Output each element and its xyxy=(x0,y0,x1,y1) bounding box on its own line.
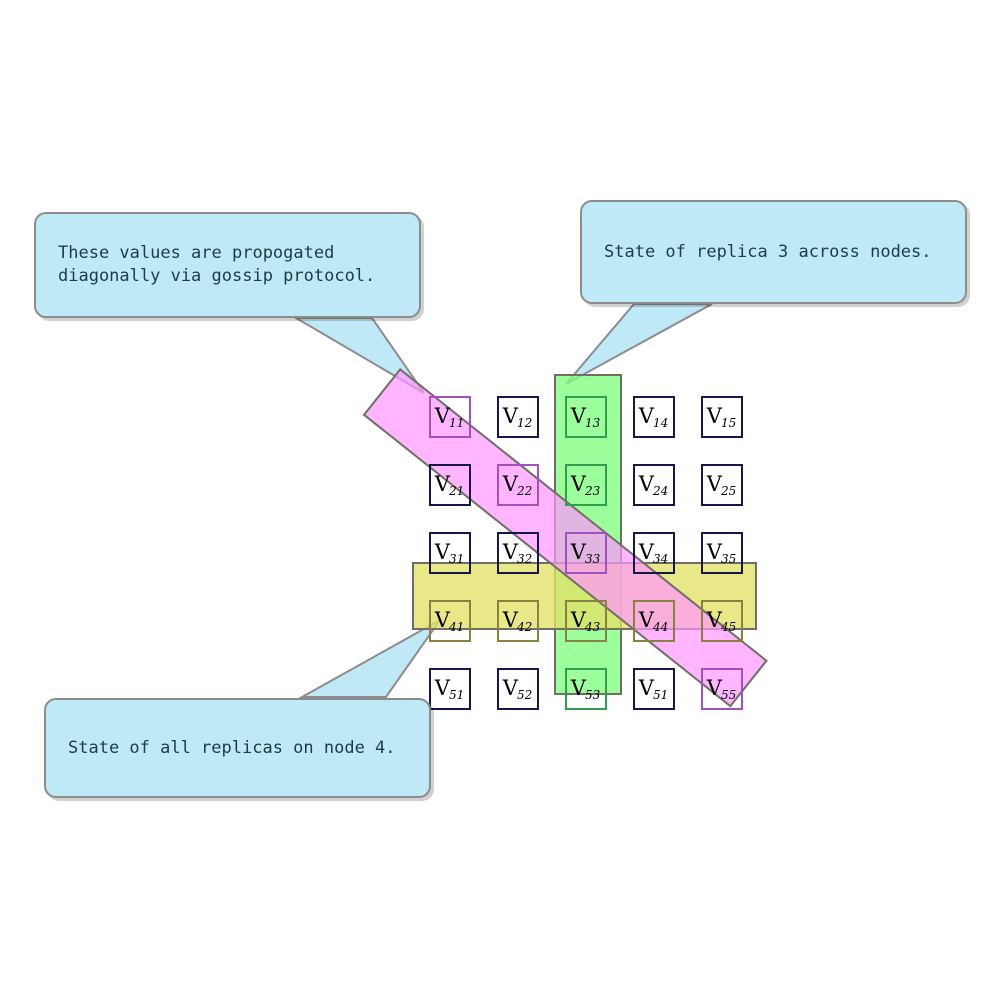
value-cell-v23[interactable]: V23 xyxy=(565,464,607,506)
value-subscript: 14 xyxy=(652,415,669,430)
value-subscript: 21 xyxy=(448,483,465,498)
value-label: V33 xyxy=(570,539,601,566)
value-label: V12 xyxy=(502,403,533,430)
value-cell-v43[interactable]: V43 xyxy=(565,600,607,642)
value-subscript: 24 xyxy=(652,483,669,498)
value-cell-v22[interactable]: V22 xyxy=(497,464,539,506)
value-cell-v13[interactable]: V13 xyxy=(565,396,607,438)
value-label: V34 xyxy=(638,539,669,566)
value-cell-v24[interactable]: V24 xyxy=(633,464,675,506)
value-label: V45 xyxy=(706,607,737,634)
value-cell-v11[interactable]: V11 xyxy=(429,396,471,438)
value-label: V14 xyxy=(638,403,669,430)
value-label: V25 xyxy=(706,471,737,498)
value-label: V44 xyxy=(638,607,669,634)
callout-replica-3[interactable]: State of replica 3 across nodes. xyxy=(580,200,967,304)
value-cell-v34[interactable]: V34 xyxy=(633,532,675,574)
value-cell-v15[interactable]: V15 xyxy=(701,396,743,438)
value-subscript: 23 xyxy=(584,483,601,498)
value-label: V53 xyxy=(570,675,601,702)
value-label: V24 xyxy=(638,471,669,498)
value-cell-v45[interactable]: V45 xyxy=(701,600,743,642)
value-label: V51 xyxy=(434,675,465,702)
value-label: V31 xyxy=(434,539,465,566)
value-label: V55 xyxy=(706,675,737,702)
value-subscript: 34 xyxy=(652,551,669,566)
value-subscript: 55 xyxy=(720,687,737,702)
value-subscript: 44 xyxy=(652,619,669,634)
callout-node-4-text: State of all replicas on node 4. xyxy=(68,737,396,758)
value-subscript: 41 xyxy=(448,619,465,634)
value-subscript: 11 xyxy=(448,415,465,430)
value-label: V23 xyxy=(570,471,601,498)
value-cell-v21[interactable]: V21 xyxy=(429,464,471,506)
value-subscript: 35 xyxy=(720,551,737,566)
value-subscript: 13 xyxy=(584,415,601,430)
value-cell-v35[interactable]: V35 xyxy=(701,532,743,574)
value-label: V21 xyxy=(434,471,465,498)
value-subscript: 32 xyxy=(516,551,533,566)
value-label: V43 xyxy=(570,607,601,634)
callout-gossip[interactable]: These values are propogated diagonally v… xyxy=(34,212,421,318)
value-cell-v12[interactable]: V12 xyxy=(497,396,539,438)
value-cell-v42[interactable]: V42 xyxy=(497,600,539,642)
value-cell-v32[interactable]: V32 xyxy=(497,532,539,574)
value-subscript: 52 xyxy=(516,687,533,702)
value-subscript: 31 xyxy=(448,551,465,566)
value-cell-v51[interactable]: V51 xyxy=(429,668,471,710)
value-cell-v41[interactable]: V41 xyxy=(429,600,471,642)
value-label: V13 xyxy=(570,403,601,430)
value-cell-v25[interactable]: V25 xyxy=(701,464,743,506)
value-label: V52 xyxy=(502,675,533,702)
value-subscript: 42 xyxy=(516,619,533,634)
callout-gossip-text: These values are propogated diagonally v… xyxy=(58,243,376,286)
value-subscript: 33 xyxy=(584,551,601,566)
value-cell-v53[interactable]: V53 xyxy=(565,668,607,710)
callout-node-4[interactable]: State of all replicas on node 4. xyxy=(44,698,431,798)
value-subscript: 45 xyxy=(720,619,737,634)
value-label: V15 xyxy=(706,403,737,430)
value-subscript: 43 xyxy=(584,619,601,634)
value-subscript: 25 xyxy=(720,483,737,498)
value-cell-v55[interactable]: V55 xyxy=(701,668,743,710)
value-cell-v51[interactable]: V51 xyxy=(633,668,675,710)
value-label: V11 xyxy=(434,403,465,430)
value-subscript: 53 xyxy=(584,687,601,702)
value-cell-v44[interactable]: V44 xyxy=(633,600,675,642)
value-cell-v33[interactable]: V33 xyxy=(565,532,607,574)
value-label: V32 xyxy=(502,539,533,566)
value-subscript: 12 xyxy=(516,415,533,430)
value-label: V41 xyxy=(434,607,465,634)
value-cell-v31[interactable]: V31 xyxy=(429,532,471,574)
value-label: V51 xyxy=(638,675,669,702)
value-subscript: 15 xyxy=(720,415,737,430)
value-label: V42 xyxy=(502,607,533,634)
value-cell-v52[interactable]: V52 xyxy=(497,668,539,710)
value-subscript: 51 xyxy=(652,687,669,702)
value-subscript: 22 xyxy=(516,483,533,498)
value-label: V22 xyxy=(502,471,533,498)
value-label: V35 xyxy=(706,539,737,566)
value-cell-v14[interactable]: V14 xyxy=(633,396,675,438)
value-subscript: 51 xyxy=(448,687,465,702)
callout-replica-3-text: State of replica 3 across nodes. xyxy=(604,241,932,262)
